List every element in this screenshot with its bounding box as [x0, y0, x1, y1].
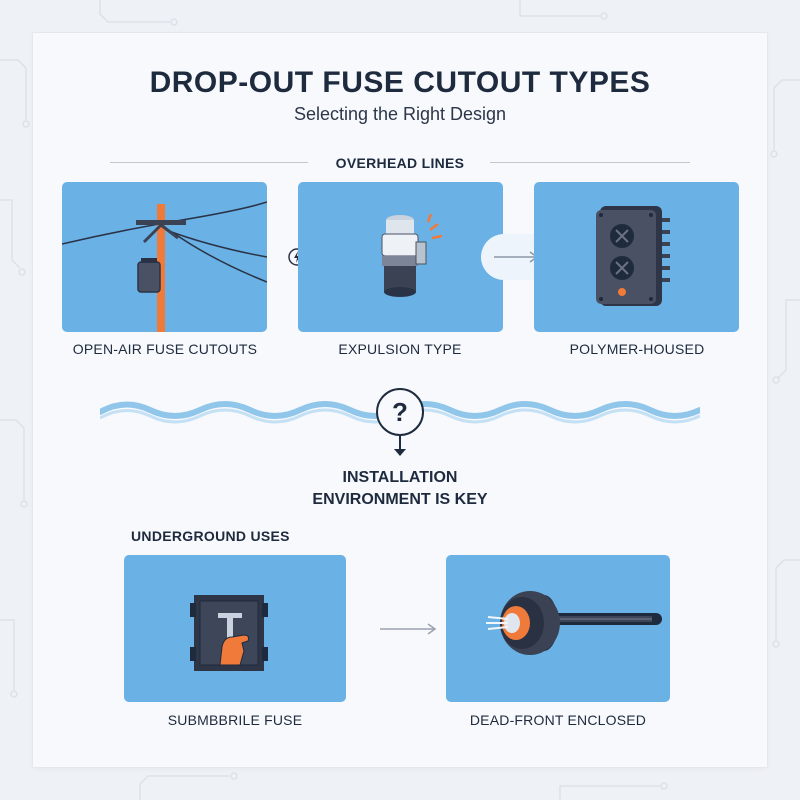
section-label-underground: UNDERGROUND USES [131, 528, 290, 544]
key-text-line2: ENVIRONMENT IS KEY [312, 491, 488, 508]
question-symbol: ? [392, 396, 408, 427]
section-divider-left [110, 162, 308, 163]
panel-expulsion [298, 182, 503, 332]
caption-polymer: POLYMER-HOUSED [569, 341, 705, 357]
utility-pole-icon [62, 201, 267, 332]
submersible-fuse-icon [190, 595, 268, 671]
panel-submersible [124, 555, 346, 702]
panel-polymer [534, 182, 739, 332]
caption-expulsion: EXPULSION TYPE [338, 341, 462, 357]
panel-open-air [62, 182, 267, 332]
page-title: DROP-OUT FUSE CUTOUT TYPES [149, 66, 651, 99]
polymer-housing-icon [596, 206, 670, 306]
panel-dead-front [446, 555, 670, 702]
caption-open-air: OPEN-AIR FUSE CUTOUTS [72, 341, 258, 357]
down-arrow-icon [394, 436, 406, 456]
dead-front-connector-icon [486, 591, 662, 655]
caption-dead-front: DEAD-FRONT ENCLOSED [469, 712, 647, 728]
page-subtitle: Selecting the Right Design [293, 104, 507, 124]
arrow-right-icon-underground [380, 623, 437, 635]
key-text-line1: INSTALLATION [342, 469, 458, 486]
section-label-overhead: OVERHEAD LINES [335, 155, 465, 171]
question-icon: ? [376, 388, 424, 436]
section-divider-right [490, 162, 690, 163]
caption-submersible: SUBMBBRILE FUSE [167, 712, 303, 728]
expulsion-fuse-icon [381, 213, 443, 297]
